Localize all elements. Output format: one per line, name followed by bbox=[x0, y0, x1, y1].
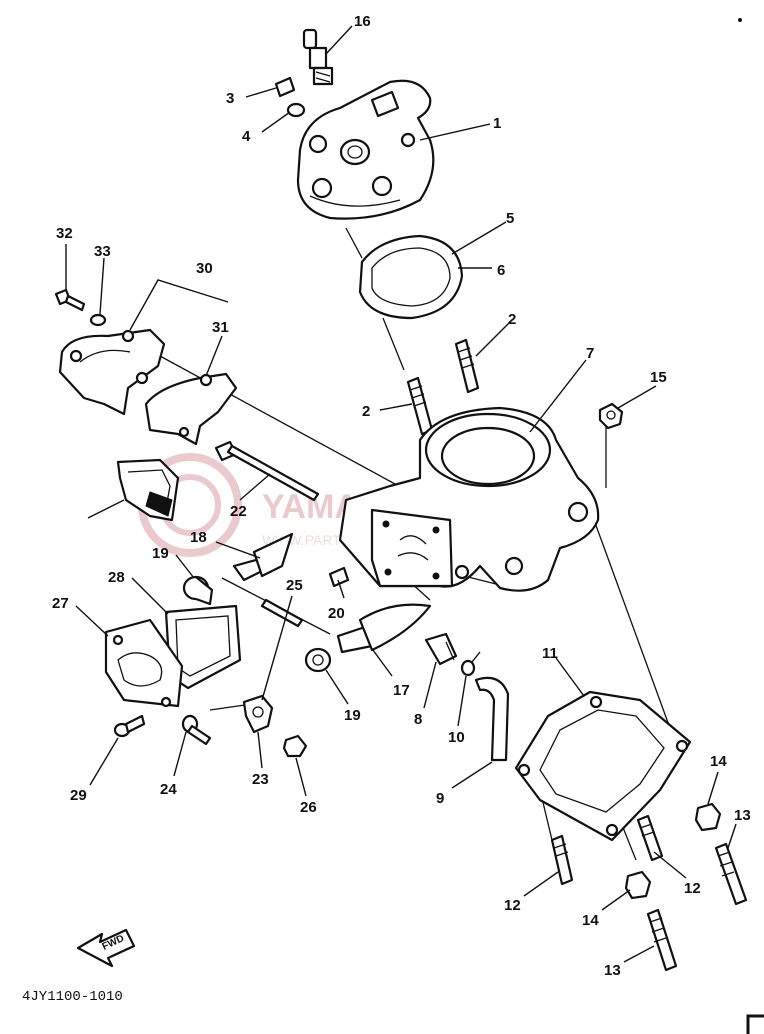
part-code: 4JY1100-1010 bbox=[22, 989, 123, 1005]
stud-13b bbox=[646, 908, 678, 972]
stud-12a bbox=[550, 834, 574, 886]
clip-22 bbox=[242, 694, 274, 734]
callout-32: 33 bbox=[94, 243, 111, 260]
callout-24: 25 bbox=[286, 577, 303, 594]
callout-6: 6 bbox=[497, 262, 505, 279]
valve-cover-gasket bbox=[144, 372, 238, 446]
callout-12-left: 12 bbox=[504, 897, 521, 914]
callout-12-right: 12 bbox=[684, 880, 701, 897]
valve-cover bbox=[58, 328, 166, 416]
callout-4: 4 bbox=[242, 128, 251, 145]
callout-3: 3 bbox=[226, 90, 234, 107]
callout-20: 20 bbox=[328, 605, 345, 622]
callout-22: 23 bbox=[252, 771, 269, 788]
stud-13a bbox=[714, 842, 748, 906]
callout-2-lower: 2 bbox=[362, 403, 370, 420]
bolt-28 bbox=[113, 714, 146, 738]
bushing-19a bbox=[182, 575, 214, 606]
exhaust-valve-17 bbox=[336, 603, 432, 654]
nut-15 bbox=[598, 402, 624, 430]
forward-arrow-icon: FWD bbox=[76, 928, 136, 968]
callout-17: 17 bbox=[393, 682, 410, 699]
corner-dot bbox=[738, 18, 742, 22]
stud-bolt-2a bbox=[454, 338, 480, 394]
callout-1: 1 bbox=[493, 115, 501, 132]
callout-5: 5 bbox=[506, 210, 514, 227]
bolt-31 bbox=[54, 288, 86, 312]
callout-19-lower: 19 bbox=[344, 707, 361, 724]
bushing-19b bbox=[304, 647, 332, 673]
callout-16: 16 bbox=[354, 13, 371, 30]
callout-2-upper: 2 bbox=[508, 311, 516, 328]
callout-8: 8 bbox=[414, 711, 422, 728]
callout-14-lower: 14 bbox=[582, 912, 599, 929]
shaft-24 bbox=[260, 598, 304, 628]
callout-26: 27 bbox=[52, 595, 69, 612]
cover-26 bbox=[104, 618, 184, 708]
callout-29: 30 bbox=[196, 260, 213, 277]
base-gasket bbox=[514, 690, 692, 842]
clip-10 bbox=[460, 651, 481, 677]
callout-14-right: 14 bbox=[710, 753, 727, 770]
callout-11: 11 bbox=[542, 645, 558, 662]
callout-13-lower: 13 bbox=[604, 962, 621, 979]
valve-holder bbox=[116, 458, 180, 522]
washer-32 bbox=[89, 313, 107, 327]
cylinder-head bbox=[296, 79, 435, 220]
callout-labels: 16 3 4 1 5 6 2 2 7 15 32 33 30 31 22 18 … bbox=[52, 13, 751, 979]
callout-18: 18 bbox=[190, 529, 207, 546]
cylinder bbox=[338, 406, 600, 592]
head-gasket bbox=[358, 234, 464, 320]
callout-21: 22 bbox=[230, 503, 247, 520]
washer-4 bbox=[286, 102, 306, 118]
stud-bolt-2b bbox=[406, 376, 434, 436]
bolt-23 bbox=[181, 714, 212, 746]
callout-23: 24 bbox=[160, 781, 177, 798]
callout-9: 9 bbox=[436, 790, 444, 807]
callout-28: 29 bbox=[70, 787, 87, 804]
screw-20 bbox=[328, 566, 350, 588]
spark-plug bbox=[302, 28, 334, 86]
corner-bracket bbox=[746, 1014, 764, 1034]
callout-13-right: 13 bbox=[734, 807, 751, 824]
exhaust-valve-18 bbox=[232, 532, 294, 582]
callout-19-upper: 19 bbox=[152, 545, 169, 562]
callout-7: 7 bbox=[586, 345, 594, 362]
hose-9 bbox=[474, 676, 510, 762]
callout-31: 32 bbox=[56, 225, 73, 242]
nut-14b bbox=[624, 870, 652, 900]
fitting-8 bbox=[424, 632, 458, 666]
callout-27: 28 bbox=[108, 569, 125, 586]
stud-12b bbox=[636, 814, 664, 862]
leader-lines bbox=[65, 25, 737, 963]
nut-14a bbox=[694, 802, 722, 832]
plug-3 bbox=[274, 76, 296, 98]
callout-15: 15 bbox=[650, 369, 667, 386]
nut-25 bbox=[282, 734, 308, 758]
callout-30: 31 bbox=[212, 319, 229, 336]
callout-25: 26 bbox=[300, 799, 317, 816]
rod-21 bbox=[214, 440, 320, 502]
callout-10: 10 bbox=[448, 729, 465, 746]
